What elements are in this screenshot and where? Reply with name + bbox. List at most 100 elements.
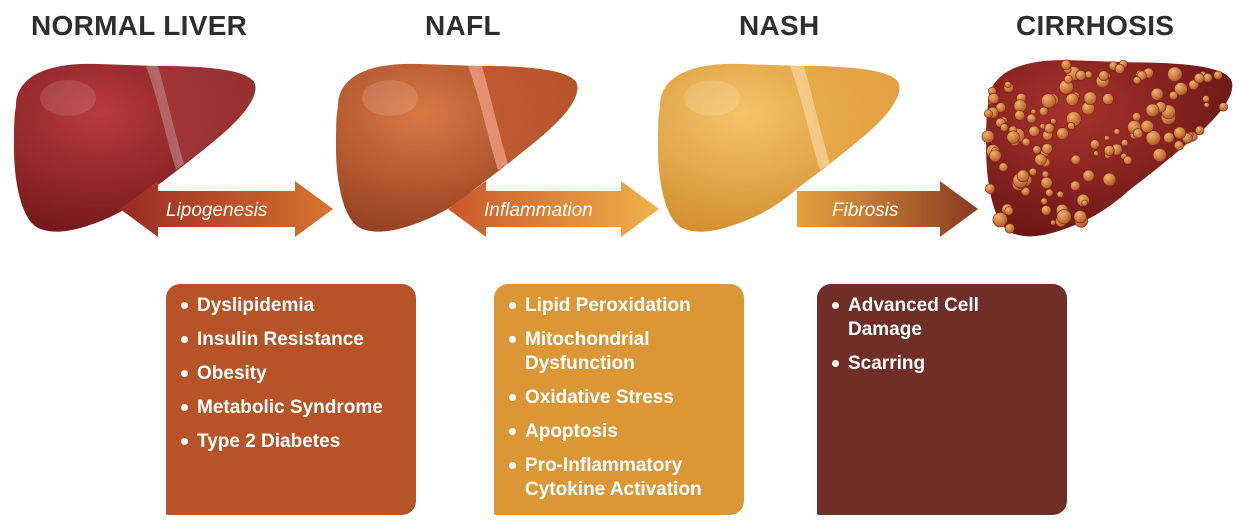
fibrosis-label: Fibrosis bbox=[832, 200, 899, 221]
list-item: Dyslipidemia bbox=[180, 294, 406, 318]
list-item: Insulin Resistance bbox=[180, 328, 406, 352]
nodule bbox=[1202, 72, 1213, 83]
nodule bbox=[1065, 92, 1079, 106]
nodule bbox=[1032, 145, 1042, 155]
nodule bbox=[1021, 137, 1031, 147]
liver-cirrhosis-icon bbox=[981, 59, 1233, 237]
nodule bbox=[1104, 135, 1110, 141]
nodule bbox=[1041, 143, 1053, 155]
nodule bbox=[1075, 69, 1087, 81]
nodule bbox=[1114, 63, 1125, 74]
nodule bbox=[1082, 169, 1095, 182]
nodule bbox=[1145, 130, 1161, 146]
nodule bbox=[983, 109, 993, 119]
nodule bbox=[1028, 125, 1040, 137]
stage-title-cirrhosis: CIRRHOSIS bbox=[1016, 10, 1175, 41]
nodule bbox=[981, 130, 995, 143]
nodule bbox=[1140, 119, 1154, 134]
nodule bbox=[1028, 167, 1037, 176]
nodule bbox=[1056, 209, 1072, 225]
cirrhosis-outcomes-box: Advanced Cell Damage Scarring bbox=[817, 284, 1067, 515]
nodule bbox=[1202, 95, 1210, 103]
nodule bbox=[1102, 172, 1117, 187]
nodule bbox=[1193, 72, 1205, 84]
nodule bbox=[1004, 206, 1014, 216]
list-item: Advanced Cell Damage bbox=[831, 294, 1018, 342]
nodule bbox=[1103, 145, 1115, 156]
nodule bbox=[1133, 76, 1142, 85]
nodule bbox=[1093, 150, 1099, 157]
nodule bbox=[988, 92, 1000, 105]
nodule bbox=[1056, 127, 1069, 140]
nodule bbox=[1070, 154, 1081, 165]
stage-title-nash: NASH bbox=[739, 10, 820, 41]
nodule bbox=[1070, 180, 1081, 191]
nodule bbox=[1173, 140, 1184, 151]
nodule bbox=[1163, 131, 1175, 144]
list-item: Apoptosis bbox=[508, 420, 734, 444]
nodule bbox=[1098, 70, 1109, 82]
nodule bbox=[1014, 109, 1026, 121]
nodule bbox=[1173, 126, 1187, 140]
list-item: Type 2 Diabetes bbox=[180, 430, 406, 454]
nafl-risk-factors-box: Dyslipidemia Insulin Resistance Obesity … bbox=[166, 284, 416, 515]
nodule bbox=[1026, 113, 1037, 124]
nodule bbox=[992, 212, 1008, 228]
lipogenesis-label: Lipogenesis bbox=[166, 200, 268, 221]
nodule bbox=[1167, 66, 1183, 82]
nodule bbox=[1145, 103, 1160, 118]
nodule bbox=[1039, 123, 1046, 130]
nodule bbox=[1040, 197, 1048, 205]
nodule bbox=[1073, 210, 1087, 224]
nodule bbox=[1039, 106, 1049, 116]
inflammation-label: Inflammation bbox=[484, 200, 593, 221]
nodule bbox=[1132, 112, 1142, 122]
nodule bbox=[1030, 108, 1037, 115]
nodule bbox=[1203, 102, 1210, 108]
nodule bbox=[1050, 117, 1057, 125]
nodule bbox=[1045, 188, 1054, 197]
inflammation-arrow bbox=[448, 181, 659, 237]
nodule bbox=[1195, 125, 1205, 136]
list-item: Lipid Peroxidation bbox=[508, 294, 734, 318]
nodule bbox=[1060, 59, 1072, 71]
nodule bbox=[1083, 91, 1098, 105]
nodule bbox=[1041, 170, 1050, 178]
nodule bbox=[1133, 128, 1144, 139]
nodule bbox=[1169, 90, 1179, 100]
stage-title-normal-liver: NORMAL LIVER bbox=[31, 10, 248, 41]
nodule bbox=[995, 102, 1006, 113]
nodule bbox=[998, 162, 1009, 172]
lipogenesis-arrow bbox=[120, 181, 333, 237]
nodule bbox=[1004, 223, 1015, 234]
liver-nash-icon bbox=[658, 63, 900, 232]
liver-normal-icon bbox=[14, 63, 256, 232]
list-item: Scarring bbox=[831, 352, 1057, 376]
fibrosis-arrow bbox=[797, 181, 978, 237]
nodule bbox=[1067, 122, 1076, 131]
stage-title-nafl: NAFL bbox=[425, 10, 501, 41]
nodule bbox=[1004, 80, 1012, 88]
nodule bbox=[1152, 148, 1167, 162]
nodule bbox=[1102, 93, 1115, 105]
nodule bbox=[985, 183, 996, 194]
nodule bbox=[1056, 190, 1064, 198]
nodule bbox=[1006, 130, 1020, 144]
list-item: Pro-Inflammatory Cytokine Activation bbox=[508, 454, 725, 502]
nodule bbox=[1123, 155, 1133, 165]
nodule bbox=[1050, 219, 1056, 226]
list-item: Oxidative Stress bbox=[508, 386, 734, 410]
list-item: Mitochondrial Dysfunction bbox=[508, 328, 695, 376]
nodule bbox=[1113, 128, 1121, 136]
nodule bbox=[1040, 93, 1056, 109]
nodule bbox=[1040, 176, 1053, 189]
nodule bbox=[1089, 139, 1100, 150]
nash-mechanisms-box: Lipid Peroxidation Mitochondrial Dysfunc… bbox=[494, 284, 744, 515]
nodule bbox=[1016, 169, 1030, 183]
nodule bbox=[1150, 87, 1164, 101]
cirrhosis-nodules bbox=[981, 59, 1228, 234]
nodule bbox=[1034, 153, 1047, 166]
list-item: Obesity bbox=[180, 362, 406, 386]
nodule bbox=[1043, 123, 1055, 134]
